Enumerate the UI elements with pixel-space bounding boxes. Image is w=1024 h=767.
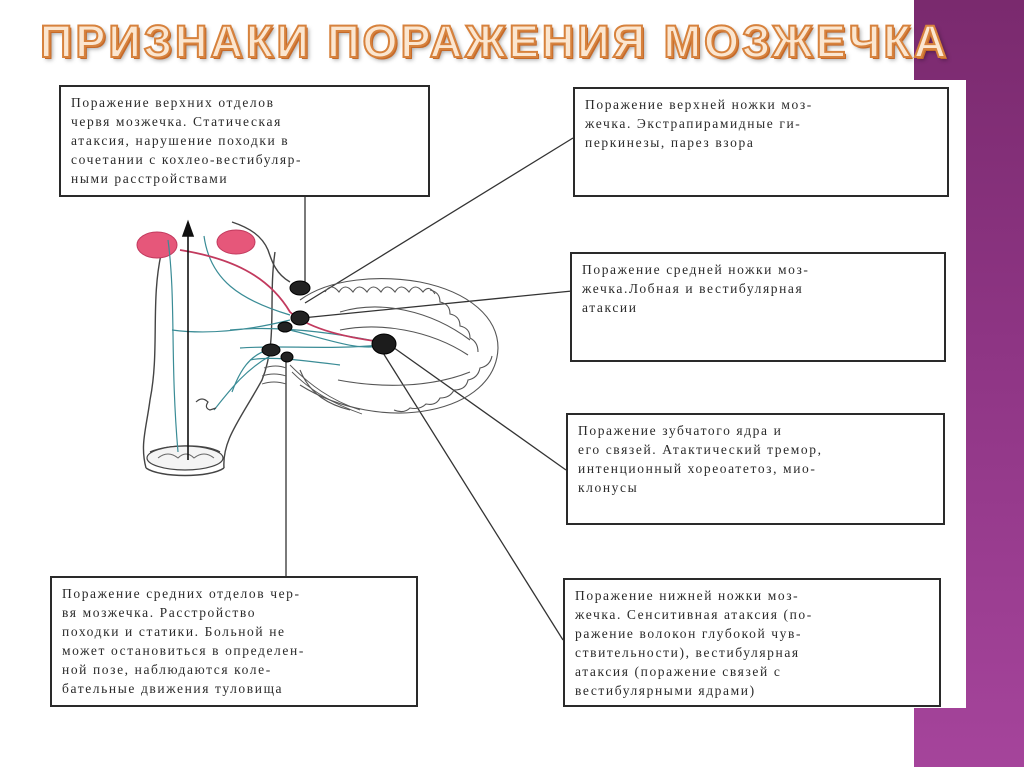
box-line: жечка. Сенситивная атаксия (по- (575, 607, 813, 622)
box-line: Поражение нижней ножки моз- (575, 588, 800, 603)
box-line: вя мозжечка. Расстройство (62, 605, 257, 620)
box-middle-peduncle: Поражение средней ножки моз- жечка.Лобна… (570, 252, 946, 362)
box-dentate-nucleus: Поражение зубчатого ядра и его связей. А… (566, 413, 945, 525)
box-line: походки и статики. Больной не (62, 624, 286, 639)
pointer-superior-peduncle (304, 137, 574, 304)
box-upper-vermis: Поражение верхних отделов червя мозжечка… (59, 85, 430, 197)
rubro-cerebellar-tract (179, 249, 383, 343)
box-line: Поражение верхних отделов (71, 95, 275, 110)
box-line: Поражение зубчатого ядра и (578, 423, 783, 438)
box-line: жечка.Лобная и вестибулярная (582, 281, 804, 296)
brainstem-nuclei (261, 280, 397, 363)
pointer-lines (285, 137, 574, 641)
pointer-middle-peduncle (301, 290, 573, 319)
box-line: может остановиться в определен- (62, 643, 305, 658)
box-middle-vermis: Поражение средних отделов чер- вя мозжеч… (50, 576, 418, 707)
slide-title: ПРИЗНАКИ ПОРАЖЕНИЯ МОЗЖЕЧКА (39, 15, 950, 68)
pointer-inferior-peduncle (379, 347, 564, 641)
pointer-dentate-nucleus (389, 344, 567, 471)
box-line: ной позе, наблюдаются коле- (62, 662, 272, 677)
box-line: перкинезы, парез взора (585, 135, 755, 150)
box-inferior-peduncle: Поражение нижней ножки моз- жечка. Сенси… (563, 578, 941, 707)
box-line: Поражение верхней ножки моз- (585, 97, 813, 112)
box-line: его связей. Атактический тремор, (578, 442, 823, 457)
box-line: Поражение средних отделов чер- (62, 586, 301, 601)
cerebellum-body (299, 278, 499, 414)
spinal-cord-section (146, 445, 224, 471)
box-line: ражение волокон глубокой чув- (575, 626, 803, 641)
box-line: клонусы (578, 480, 639, 495)
box-line: интенционный хореоатетоз, мио- (578, 461, 817, 476)
box-line: ными расстройствами (71, 171, 229, 186)
box-line: атаксия (поражение связей с (575, 664, 782, 679)
olive-striations (261, 364, 363, 415)
box-line: атаксии (582, 300, 638, 315)
box-superior-peduncle: Поражение верхней ножки моз- жечка. Экст… (573, 87, 949, 197)
box-line: атаксия, нарушение походки в (71, 133, 290, 148)
box-line: червя мозжечка. Статическая (71, 114, 282, 129)
box-line: сочетании с кохлео-вестибуляр- (71, 152, 303, 167)
ganglion-marker (195, 398, 217, 411)
red-nuclei (136, 229, 256, 259)
box-line: жечка. Экстрапирамидные ги- (585, 116, 802, 131)
box-line: бательные движения туловища (62, 681, 284, 696)
ascending-tract-arrow (181, 219, 195, 460)
box-line: Поражение средней ножки моз- (582, 262, 810, 277)
box-line: вестибулярными ядрами) (575, 683, 756, 698)
box-line: ствительности), вестибулярная (575, 645, 800, 660)
